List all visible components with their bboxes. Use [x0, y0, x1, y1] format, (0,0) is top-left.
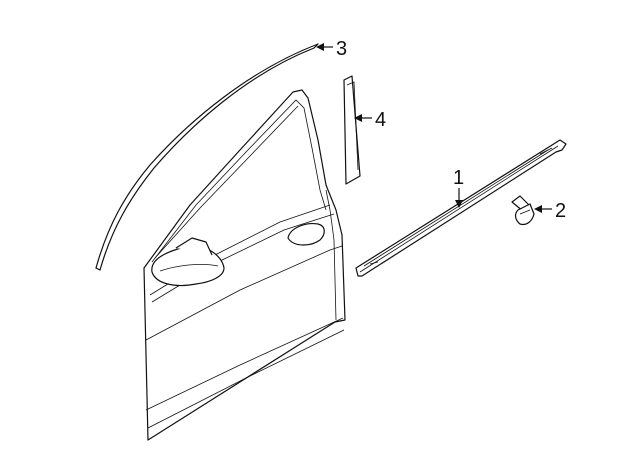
- part-4-pillar-applique: [343, 75, 361, 185]
- part-1-belt-molding: [355, 139, 567, 277]
- callout-2: 2: [555, 200, 566, 222]
- leader-3: [316, 43, 333, 51]
- part-2-clip: [511, 195, 535, 226]
- door-handle: [287, 223, 325, 246]
- leader-4: [354, 114, 372, 122]
- door-shell: [143, 89, 346, 441]
- leader-1: [455, 188, 463, 208]
- callout-3: 3: [336, 38, 347, 60]
- callout-1: 1: [453, 167, 464, 189]
- leader-2: [534, 205, 552, 213]
- side-mirror: [151, 237, 225, 287]
- callout-4: 4: [375, 109, 386, 131]
- part-3-frame-molding: [95, 43, 319, 271]
